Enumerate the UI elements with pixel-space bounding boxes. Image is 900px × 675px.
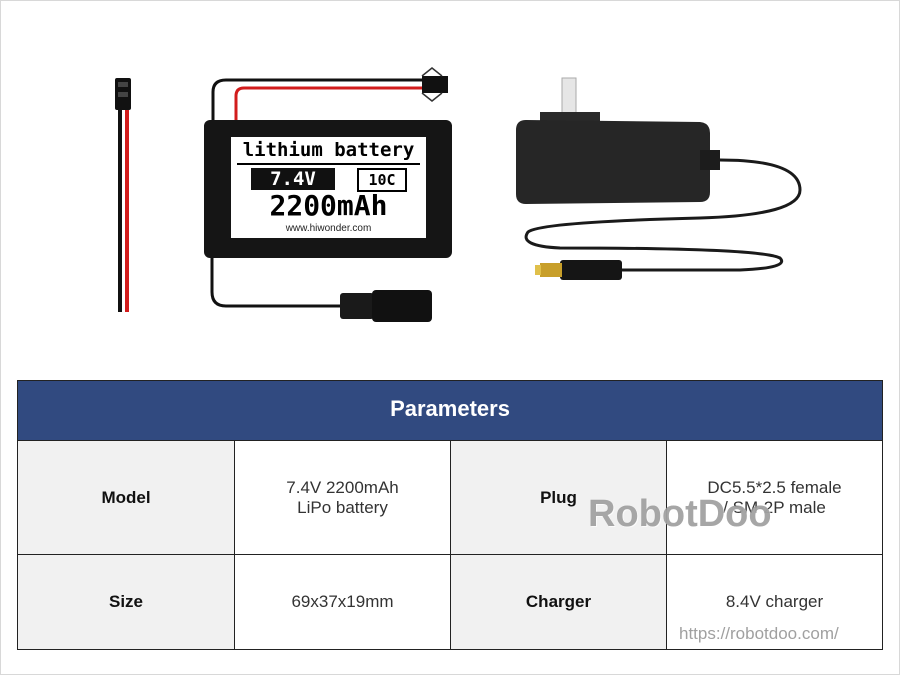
product-illustration: lithium battery 7.4V 10C 2200mAh www.hiw… xyxy=(115,67,802,322)
param-value-plug-line1: DC5.5*2.5 female xyxy=(707,477,842,497)
param-value-model: 7.4V 2200mAh LiPo battery xyxy=(235,441,450,554)
param-value-model-line2: LiPo battery xyxy=(297,497,388,517)
battery-title: lithium battery xyxy=(242,139,415,161)
parameters-header: Parameters xyxy=(18,381,882,441)
sm-2p-connector-cable xyxy=(115,78,131,312)
param-key-size: Size xyxy=(18,555,234,649)
battery-discharge-rate: 10C xyxy=(357,168,407,192)
param-value-charger: 8.4V charger xyxy=(667,555,882,649)
battery-voltage: 7.4V xyxy=(251,168,335,190)
charger-adapter xyxy=(516,77,802,280)
watermark-brand: RobotDoo xyxy=(588,493,772,535)
table-divider xyxy=(18,554,882,555)
table-divider xyxy=(666,441,667,649)
battery-title-underline xyxy=(237,163,420,165)
param-key-charger: Charger xyxy=(451,555,666,649)
battery-url: www.hiwonder.com xyxy=(285,223,372,234)
battery-capacity: 2200mAh xyxy=(269,189,388,222)
table-divider xyxy=(234,441,235,649)
table-divider xyxy=(450,441,451,649)
parameters-table: Parameters Model 7.4V 2200mAh LiPo batte… xyxy=(17,380,883,650)
param-value-model-line1: 7.4V 2200mAh xyxy=(286,477,399,497)
param-key-model: Model xyxy=(18,441,234,554)
battery-label: lithium battery 7.4V 10C 2200mAh www.hiw… xyxy=(231,137,426,238)
param-key-plug: Plug xyxy=(451,441,666,554)
param-value-plug: DC5.5*2.5 female / SM-2P male xyxy=(667,441,882,554)
product-drawing xyxy=(115,67,802,322)
watermark-url: https://robotdoo.com/ xyxy=(679,624,839,643)
param-value-plug-line2: / SM-2P male xyxy=(723,497,826,517)
param-value-size: 69x37x19mm xyxy=(235,555,450,649)
